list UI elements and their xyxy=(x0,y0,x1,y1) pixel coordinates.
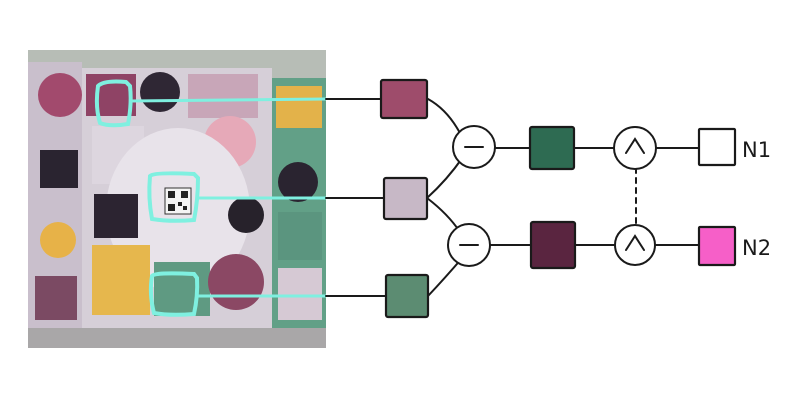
poster-shape xyxy=(278,162,318,202)
poster-photo xyxy=(28,50,326,348)
highlight-region-2 xyxy=(147,171,201,223)
poster-shape xyxy=(208,254,264,310)
highlight-region-3 xyxy=(148,271,200,317)
poster-shape xyxy=(140,72,180,112)
edge-feature-1-op-1 xyxy=(427,98,462,136)
highlight-region-1 xyxy=(94,79,133,128)
qr-code-icon-cell xyxy=(178,202,182,206)
output-box-n1 xyxy=(697,127,737,167)
and-operator-1 xyxy=(613,126,657,170)
and-operator-2 xyxy=(614,224,656,266)
poster-shape xyxy=(92,245,150,315)
qr-code-icon-cell xyxy=(183,206,187,210)
poster-shape xyxy=(40,222,76,258)
output-box-n2 xyxy=(697,225,737,267)
logical-and-icon xyxy=(625,137,645,154)
poster-shape xyxy=(38,73,82,117)
poster-shape xyxy=(40,150,78,188)
poster-shape xyxy=(35,276,77,320)
edge-feature-2-op-1 xyxy=(426,156,464,199)
feature-box-1 xyxy=(379,78,429,120)
qr-code-icon-cell xyxy=(181,191,188,198)
output-label-n2: N2 xyxy=(742,236,771,260)
feature-box-2 xyxy=(382,176,429,221)
poster-shape xyxy=(276,86,322,128)
qr-code-icon-cell xyxy=(168,191,175,198)
photo-floor xyxy=(28,328,326,348)
poster-shape xyxy=(278,212,322,260)
edge-feature-2-op-2 xyxy=(426,197,461,233)
poster-shape xyxy=(94,194,138,238)
poster-shape xyxy=(278,268,322,320)
feature-box-3 xyxy=(384,273,430,319)
poster-shape xyxy=(154,262,210,316)
intermediate-box-2 xyxy=(529,220,577,270)
poster-shape xyxy=(188,74,258,118)
connector-photo-1 xyxy=(129,97,326,103)
intermediate-box-1 xyxy=(528,125,576,171)
logical-and-icon xyxy=(625,234,645,251)
output-label-n1: N1 xyxy=(742,138,771,162)
qr-code-icon-cell xyxy=(168,204,175,211)
poster-shape xyxy=(228,197,264,233)
